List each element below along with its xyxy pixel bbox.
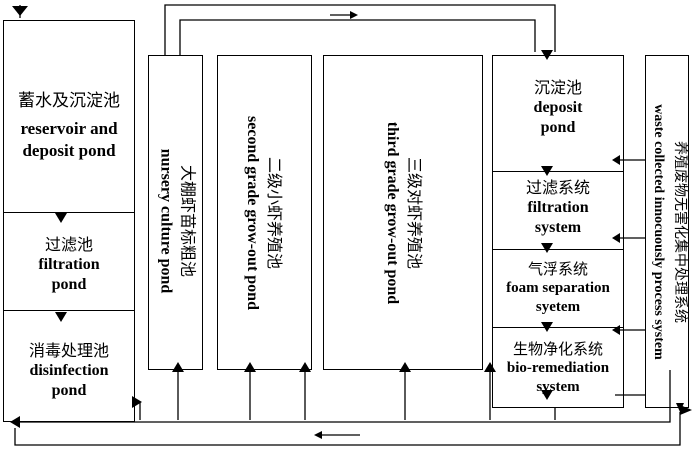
left-treatment-column: 蓄水及沉淀池 reservoir and deposit pond 过滤池 fi… bbox=[3, 20, 135, 422]
reservoir-en-1: reservoir and bbox=[20, 119, 118, 139]
second-grade-zh: 二级小虾养殖池 bbox=[265, 156, 284, 269]
disinfection-pond-label: 消毒处理池 disinfection pond bbox=[4, 341, 134, 401]
filtration-system-en-1: filtration bbox=[527, 199, 589, 216]
waste-system-zh: 养殖废物无害化集中处理系统 bbox=[672, 141, 688, 323]
deposit-pond-en-1: deposit bbox=[533, 99, 583, 116]
filtration-pond-label: 过滤池 filtration pond bbox=[4, 235, 134, 295]
deposit-pond-zh: 沉淀池 bbox=[533, 78, 582, 97]
filtration-pond-en-1: filtration bbox=[38, 256, 100, 273]
filtration-system-label: 过滤系统 filtration system bbox=[493, 178, 623, 238]
second-grade-en: second grade grow-out pond bbox=[244, 116, 261, 310]
filtration-pond-zh: 过滤池 bbox=[44, 235, 93, 254]
disinfection-pond-zh: 消毒处理池 bbox=[28, 341, 109, 360]
disinfection-pond: 消毒处理池 disinfection pond bbox=[4, 311, 134, 423]
filtration-system: 过滤系统 filtration system bbox=[493, 172, 623, 250]
deposit-pond-en-2: pond bbox=[540, 119, 576, 136]
waste-system-en: waste collected innocuously process syst… bbox=[651, 104, 666, 360]
reservoir-en-2: deposit pond bbox=[22, 140, 116, 160]
filtration-pond: 过滤池 filtration pond bbox=[4, 213, 134, 311]
nursery-culture-pond bbox=[148, 55, 203, 370]
filtration-system-zh: 过滤系统 bbox=[525, 178, 590, 197]
disinfection-pond-en-2: pond bbox=[51, 382, 87, 399]
third-grade-pond-label: 三级对虾养殖池 third grade grow-out pond bbox=[379, 73, 425, 353]
nursery-en: nursery culture pond bbox=[157, 148, 175, 294]
filtration-pond-en-2: pond bbox=[51, 276, 87, 293]
nursery-zh: 大棚虾苗标粗池 bbox=[178, 164, 198, 277]
filtration-system-en-2: system bbox=[534, 219, 582, 236]
third-grade-grow-out-pond bbox=[323, 55, 483, 370]
disinfection-pond-en-1: disinfection bbox=[29, 362, 109, 379]
waste-process-system bbox=[645, 55, 689, 408]
foam-separation-en-2: syetem bbox=[535, 298, 581, 315]
bio-remediation-en-1: bio-remediation bbox=[506, 359, 610, 376]
second-grade-pond-label: 二级小虾养殖池 second grade grow-out pond bbox=[239, 73, 285, 353]
nursery-culture-pond-label: 大棚虾苗标粗池 nursery culture pond bbox=[153, 84, 199, 359]
bio-remediation-en-2: system bbox=[536, 378, 580, 395]
third-grade-en: third grade grow-out pond bbox=[384, 121, 401, 305]
foam-separation-zh: 气浮系统 bbox=[527, 260, 588, 278]
bio-remediation-label: 生物净化系统 bio-remediation system bbox=[493, 340, 623, 396]
waste-process-system-label: 养殖废物无害化集中处理系统 waste collected innocuousl… bbox=[646, 72, 690, 392]
third-grade-zh: 三级对虾养殖池 bbox=[405, 156, 424, 269]
second-grade-grow-out-pond bbox=[217, 55, 312, 370]
deposit-pond-label: 沉淀池 deposit pond bbox=[493, 78, 623, 138]
reservoir-label: 蓄水及沉淀池 reservoir and deposit pond bbox=[4, 91, 134, 161]
deposit-pond: 沉淀池 deposit pond bbox=[493, 56, 623, 172]
foam-separation-label: 气浮系统 foam separation syetem bbox=[493, 260, 623, 316]
bio-remediation-system: 生物净化系统 bio-remediation system bbox=[493, 328, 623, 409]
reservoir-deposit-pond: 蓄水及沉淀池 reservoir and deposit pond bbox=[4, 21, 134, 213]
reservoir-zh: 蓄水及沉淀池 bbox=[18, 91, 120, 111]
bio-remediation-zh: 生物净化系统 bbox=[512, 340, 603, 358]
foam-separation-en-1: foam separation bbox=[506, 279, 610, 296]
right-treatment-column: 沉淀池 deposit pond 过滤系统 filtration system … bbox=[492, 55, 624, 408]
foam-separation-system: 气浮系统 foam separation syetem bbox=[493, 250, 623, 328]
